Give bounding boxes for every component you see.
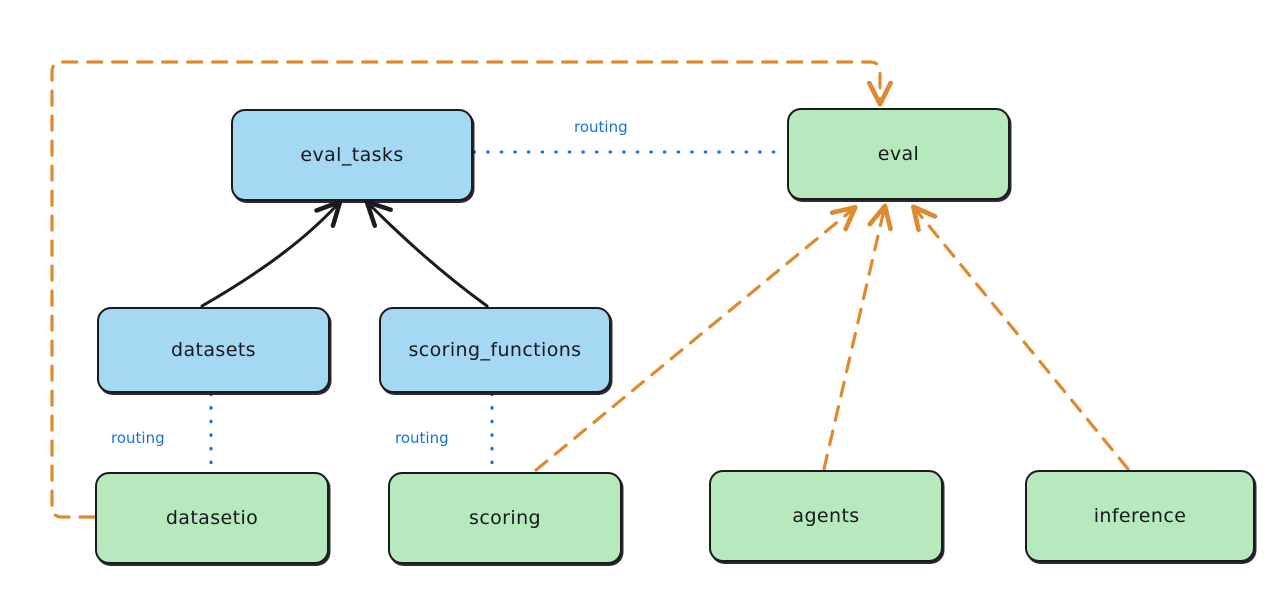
edge-label-routing-scoring-functions-scoring: routing	[395, 429, 449, 447]
node-scoring-functions[interactable]: scoring_functions	[379, 307, 611, 393]
edge-label-routing-eval-tasks-eval: routing	[574, 118, 628, 136]
node-label-agents: agents	[792, 505, 860, 527]
node-label-eval: eval	[877, 143, 920, 165]
edge-datasets-eval_tasks	[200, 199, 343, 308]
node-label-eval-tasks: eval_tasks	[300, 144, 404, 166]
edge-agents-eval	[822, 210, 884, 471]
node-label-inference: inference	[1093, 505, 1187, 527]
node-label-datasets: datasets	[171, 339, 256, 361]
node-datasets[interactable]: datasets	[97, 307, 330, 393]
node-datasetio[interactable]: datasetio	[95, 472, 329, 564]
edge-label-routing-datasets-datasetio: routing	[111, 429, 165, 447]
node-label-scoring-functions: scoring_functions	[408, 339, 582, 361]
edge-datasetio-eval	[50, 60, 880, 519]
edge-scoring-eval	[534, 210, 852, 472]
node-scoring[interactable]: scoring	[388, 472, 622, 564]
node-agents[interactable]: agents	[709, 470, 943, 562]
node-label-datasetio: datasetio	[165, 507, 259, 529]
node-inference[interactable]: inference	[1025, 470, 1255, 562]
node-eval[interactable]: eval	[787, 108, 1010, 200]
edge-scoring_functions-eval_tasks	[364, 199, 489, 308]
node-label-scoring: scoring	[469, 507, 541, 529]
node-eval-tasks[interactable]: eval_tasks	[231, 109, 473, 201]
edge-inference-eval	[916, 210, 1130, 471]
